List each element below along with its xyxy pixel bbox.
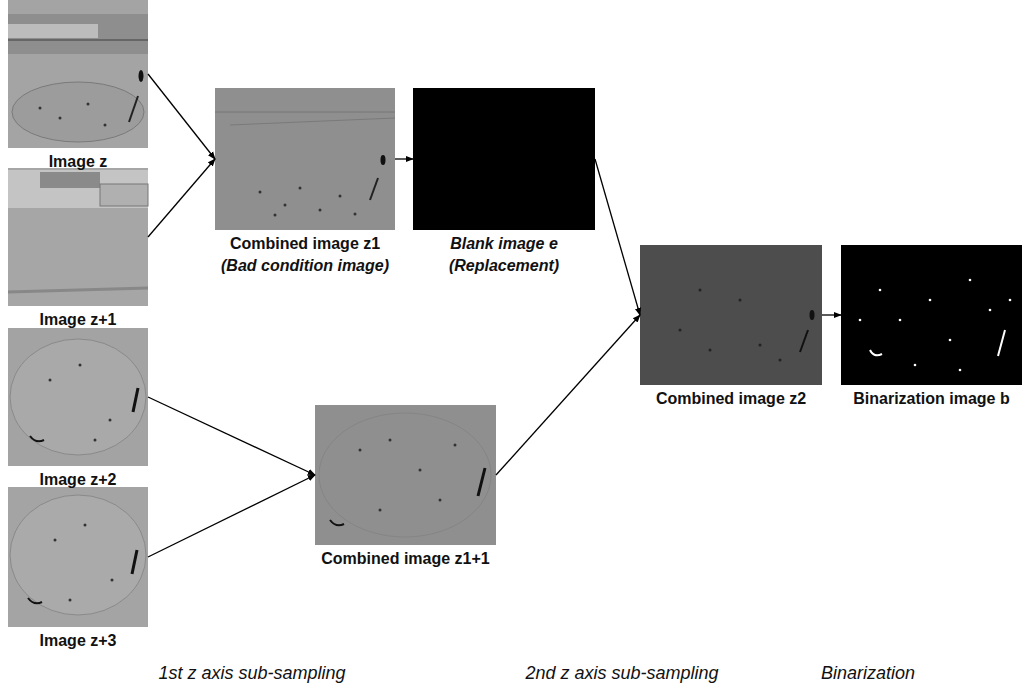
flow-arrow <box>395 158 413 159</box>
image-panel <box>8 487 148 627</box>
flow-arrow <box>595 159 640 315</box>
flow-arrow <box>148 74 215 159</box>
image-caption: Image z <box>8 152 148 172</box>
stage-label: Binarization <box>821 662 915 684</box>
image-caption: Image z+3 <box>8 631 148 651</box>
image-node: Image z+1 <box>8 168 148 330</box>
flow-arrow <box>496 315 640 475</box>
flow-arrow <box>822 314 841 315</box>
image-caption: Combined image z1+1 <box>315 549 496 569</box>
flow-arrow <box>148 159 215 237</box>
stage-label: 2nd z axis sub-sampling <box>525 662 718 684</box>
image-panel <box>413 88 595 230</box>
image-caption: (Replacement) <box>413 256 595 276</box>
image-caption: Blank image e <box>413 234 595 254</box>
image-node: Image z <box>8 0 148 172</box>
image-node: Combined image z1(Bad condition image) <box>215 88 395 276</box>
stage-label: 1st z axis sub-sampling <box>158 662 345 684</box>
image-panel <box>841 245 1022 385</box>
image-caption: Combined image z2 <box>640 389 822 409</box>
image-panel <box>8 168 148 306</box>
image-panel <box>640 245 822 385</box>
image-node: Image z+3 <box>8 487 148 651</box>
image-caption: (Bad condition image) <box>215 256 395 276</box>
image-panel <box>315 405 496 545</box>
image-node: Combined image z2 <box>640 245 822 409</box>
flow-arrow <box>148 397 315 475</box>
image-caption: Binarization image b <box>841 389 1022 409</box>
flow-arrow <box>148 475 315 557</box>
image-node: Image z+2 <box>8 328 148 490</box>
image-panel <box>215 88 395 230</box>
image-caption: Image z+2 <box>8 470 148 490</box>
image-caption: Combined image z1 <box>215 234 395 254</box>
image-node: Combined image z1+1 <box>315 405 496 569</box>
image-panel <box>8 328 148 466</box>
image-node: Binarization image b <box>841 245 1022 409</box>
image-node: Blank image e(Replacement) <box>413 88 595 276</box>
image-caption: Image z+1 <box>8 310 148 330</box>
image-panel <box>8 0 148 148</box>
